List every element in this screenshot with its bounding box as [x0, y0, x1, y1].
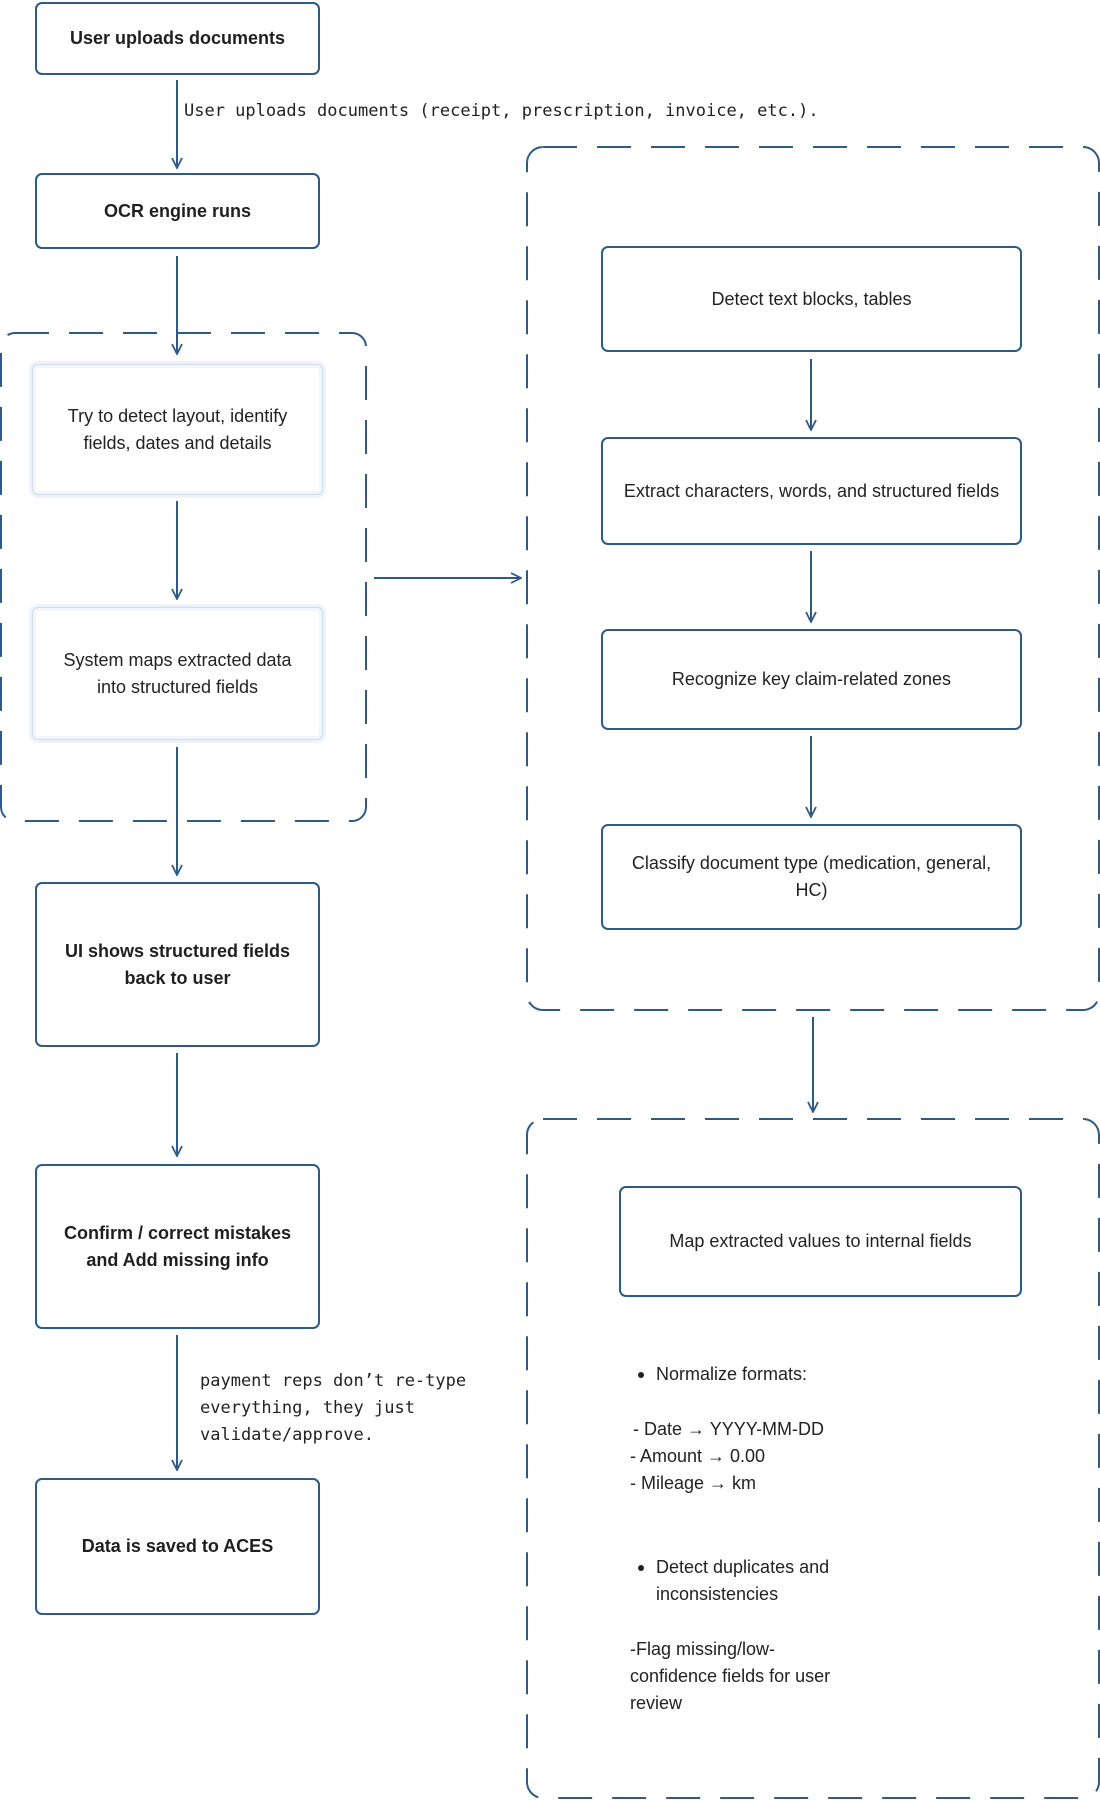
detect-duplicates-bullet: Detect duplicates and inconsistencies [638, 1554, 878, 1608]
node-ui-shows-fields: UI shows structured fields back to user [35, 882, 320, 1047]
bullet-icon [638, 1372, 644, 1378]
normalize-formats-text: Normalize formats: [656, 1364, 808, 1384]
node-ocr-engine: OCR engine runs [35, 173, 320, 249]
node-user-uploads: User uploads documents [35, 2, 320, 75]
normalize-amount-line: - Amount → 0.00 [630, 1446, 766, 1466]
edge-label-payment-reps: payment reps don’t re-type everything, t… [200, 1371, 467, 1445]
node-detect-layout: Try to detect layout, identify fields, d… [32, 364, 323, 495]
node-map-extracted-values: Map extracted values to internal fields [619, 1186, 1022, 1297]
bullet-icon [638, 1565, 644, 1571]
flag-missing-text: -Flag missing/low-confidence fields for … [630, 1639, 831, 1713]
normalize-mileage-line: - Mileage → km [630, 1473, 757, 1493]
group-ocr-processing [526, 146, 1100, 1011]
group-post-processing [526, 1118, 1100, 1799]
node-extract-characters: Extract characters, words, and structure… [601, 437, 1022, 545]
normalize-date-line: - Date → YYYY-MM-DD [633, 1419, 825, 1439]
normalize-formats-bullet: Normalize formats: [638, 1361, 807, 1388]
edge-label-upload: User uploads documents (receipt, prescri… [184, 101, 819, 121]
node-classify-document: Classify document type (medication, gene… [601, 824, 1022, 930]
node-recognize-zones: Recognize key claim-related zones [601, 629, 1022, 730]
node-detect-text-blocks: Detect text blocks, tables [601, 246, 1022, 352]
group-layout-mapping [0, 332, 367, 822]
node-system-maps: System maps extracted data into structur… [32, 607, 323, 740]
node-data-saved: Data is saved to ACES [35, 1478, 320, 1615]
node-confirm-correct: Confirm / correct mistakes and Add missi… [35, 1164, 320, 1329]
detect-duplicates-text: Detect duplicates and inconsistencies [656, 1557, 830, 1604]
